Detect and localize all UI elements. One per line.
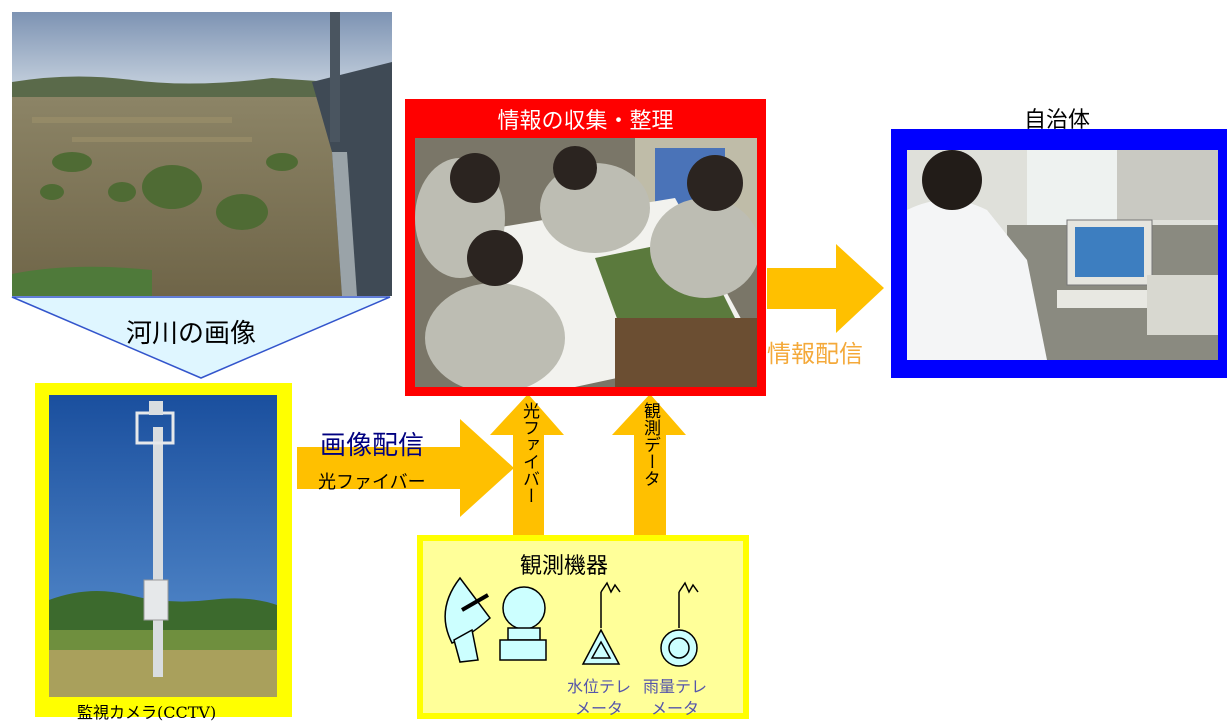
municipality-title: 自治体 xyxy=(1024,108,1091,133)
observation-data-arrow xyxy=(612,394,686,540)
water-level-telemeter-icon xyxy=(581,581,621,665)
cctv-camera-photo xyxy=(49,395,277,697)
image-delivery-label: 画像配信 xyxy=(320,431,425,461)
info-delivery-arrow xyxy=(767,244,884,333)
river-image-callout xyxy=(11,296,391,379)
info-center-photo xyxy=(415,138,757,387)
river-image-label: 河川の画像 xyxy=(126,319,257,349)
rain-gauge-telemeter-text: 雨量テレメータ xyxy=(642,677,707,718)
water-level-telemeter-label: 水位テレメータ xyxy=(564,676,634,720)
fiber-label-vertical: 光ファイバー xyxy=(519,402,539,504)
radar-dome-icon xyxy=(499,586,547,661)
fiber-vertical-arrow xyxy=(490,394,564,540)
info-center-title: 情報の収集・整理 xyxy=(497,109,674,134)
rain-gauge-telemeter-icon xyxy=(660,581,699,667)
image-delivery-arrow xyxy=(297,419,514,517)
satellite-dish-icon xyxy=(444,576,492,663)
water-level-telemeter-text: 水位テレメータ xyxy=(566,677,631,718)
info-delivery-label: 情報配信 xyxy=(767,340,863,368)
camera-caption: 監視カメラ(CCTV) xyxy=(77,703,217,722)
fiber-label-horizontal: 光ファイバー xyxy=(318,472,426,493)
river-photo xyxy=(12,12,392,296)
observation-data-label: 観測データ xyxy=(640,402,660,487)
rain-gauge-telemeter-label: 雨量テレメータ xyxy=(640,676,710,720)
observation-equipment-title: 観測機器 xyxy=(520,554,609,579)
municipality-photo xyxy=(907,150,1218,360)
